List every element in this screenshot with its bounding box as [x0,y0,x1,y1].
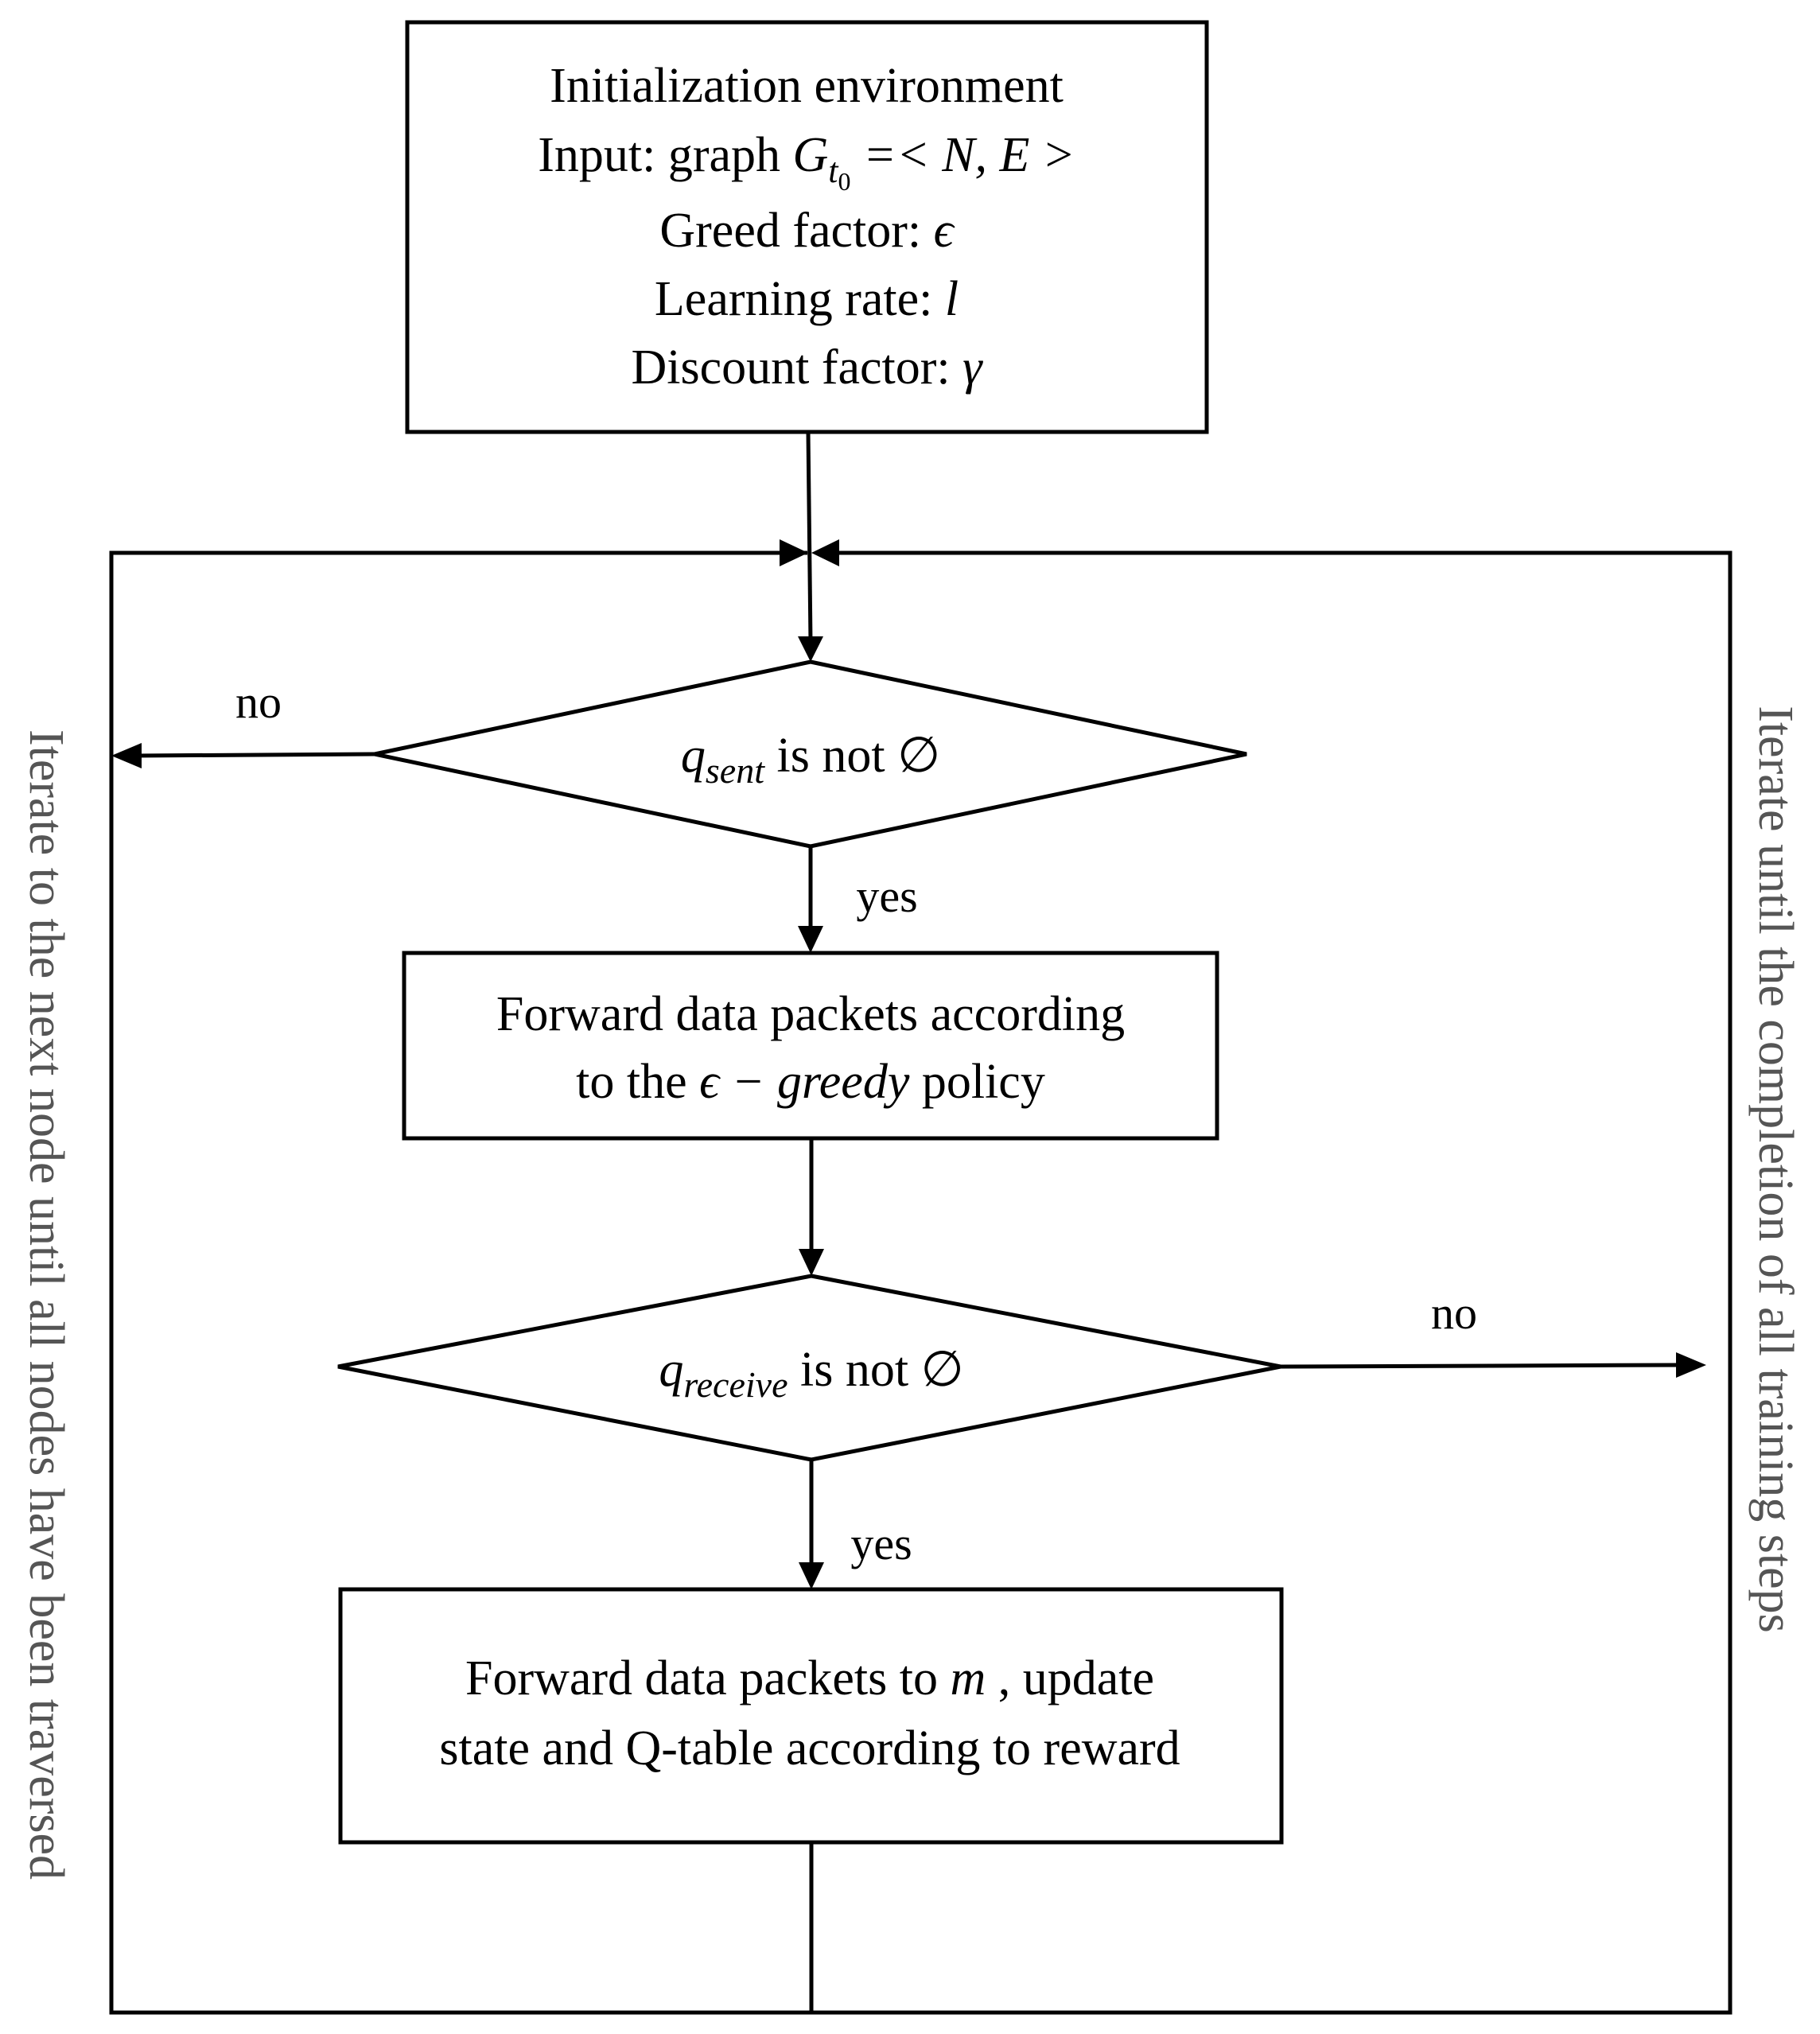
decision1-yes-label: yes [856,870,917,922]
init-title: Initialization environment [550,59,1064,113]
outer-loop-frame [109,550,1732,2015]
arrow-init-to-decision1 [806,431,813,644]
arrowhead-decision1-top [798,636,823,662]
decision1-no-label: no [235,676,282,728]
left-loop-label: Iterate to the next node until all nodes… [19,729,73,1880]
process-update-qtable [338,1587,1284,1845]
decision1-condition: qsent is not ∅ [681,729,940,791]
init-greed-factor: Greed factor: ϵ [659,204,955,258]
arrowhead-decision2-top [799,1249,824,1276]
process1-line1: Forward data packets according [496,987,1125,1041]
decision2-no-label: no [1431,1287,1477,1339]
arrowhead-right-loop-merge [811,539,839,566]
decision2-yes-label: yes [850,1518,912,1569]
process1-line2: to the ϵ − greedy policy [576,1055,1045,1109]
init-learning-rate: Learning rate: l [655,272,959,326]
arrowhead-decision2-no [1676,1352,1706,1378]
process2-line2: state and Q-table according to reward [439,1721,1180,1775]
process2-line1: Forward data packets to m , update [465,1651,1154,1705]
arrowhead-process1-top [798,926,823,953]
arrow-decision2-no [1280,1363,1679,1369]
right-loop-label: Iterate until the completion of all trai… [1748,706,1802,1633]
init-input-line: Input: graph Gt0 =< N, E > [538,128,1075,196]
arrowhead-decision1-no [111,743,142,768]
process-forward-greedy [402,951,1219,1141]
arrowhead-left-loop-merge [780,539,808,566]
init-discount-factor: Discount factor: γ [631,340,983,395]
init-box [405,20,1209,434]
arrowhead-process2-top [799,1562,824,1589]
arrow-decision1-no [134,752,375,758]
decision2-condition: qreceive is not ∅ [659,1343,963,1405]
